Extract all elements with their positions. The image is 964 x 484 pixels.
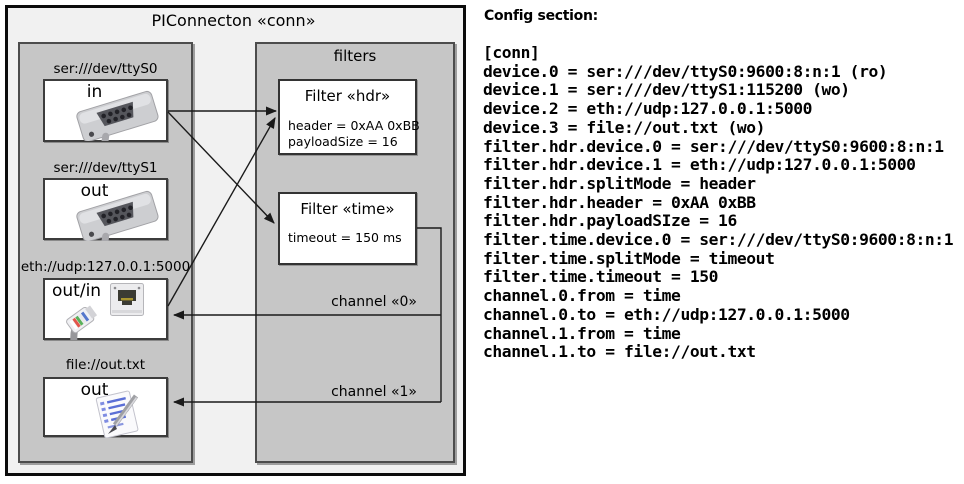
- device-label-file: file://out.txt: [65, 357, 146, 373]
- filter-hdr-attr-payloadsize: payloadSize = 16: [288, 134, 398, 149]
- device-box-eth: out/in: [43, 278, 168, 340]
- connection-arrows: [167, 106, 442, 407]
- config-text: [conn] device.0 = ser:///dev/ttyS0:9600:…: [483, 43, 954, 362]
- diagram-title: PIConnecton «conn»: [151, 11, 316, 30]
- serial-connector-icon: [76, 190, 159, 241]
- arrow-eth-to-filter-hdr: [167, 117, 276, 307]
- device-box-file: out: [43, 377, 168, 438]
- filter-hdr-attr-header: header = 0xAA 0xBB: [288, 118, 420, 133]
- device-label-ttys1: ser:///dev/ttyS1: [53, 160, 158, 176]
- config-heading: Config section:: [484, 8, 598, 24]
- device-box-ttys0: in: [43, 79, 168, 142]
- filter-box-time: Filter «time» timeout = 150 ms: [278, 192, 417, 265]
- filter-time-attr-timeout: timeout = 150 ms: [288, 230, 402, 245]
- piconnecton-diagram: PIConnecton «conn» filters ser:///dev/tt…: [5, 5, 466, 476]
- notepad-pen-icon: [95, 390, 139, 438]
- device-box-ttys1: out: [43, 178, 168, 241]
- device-label-ttys0: ser:///dev/ttyS0: [53, 61, 158, 77]
- device-direction-label: out: [80, 380, 109, 400]
- filter-box-hdr: Filter «hdr» header = 0xAA 0xBB payloadS…: [278, 79, 420, 155]
- channel-1-label: channel «1»: [331, 384, 417, 400]
- filter-hdr-title: Filter «hdr»: [304, 87, 391, 105]
- device-label-eth: eth://udp:127.0.0.1:5000: [20, 259, 191, 275]
- filters-panel-title: filters: [333, 47, 377, 65]
- device-direction-label: out: [80, 181, 109, 201]
- device-direction-label: in: [86, 82, 103, 102]
- device-direction-label: out/in: [52, 281, 102, 301]
- serial-connector-icon: [76, 90, 159, 141]
- channel-rail-line: [417, 227, 442, 402]
- arrow-ttys0-to-filter-time: [167, 111, 275, 224]
- rj45-plug-icon: [66, 305, 98, 340]
- ethernet-port-icon: [110, 283, 144, 316]
- channel-0-label: channel «0»: [331, 294, 417, 310]
- filter-time-title: Filter «time»: [300, 200, 395, 218]
